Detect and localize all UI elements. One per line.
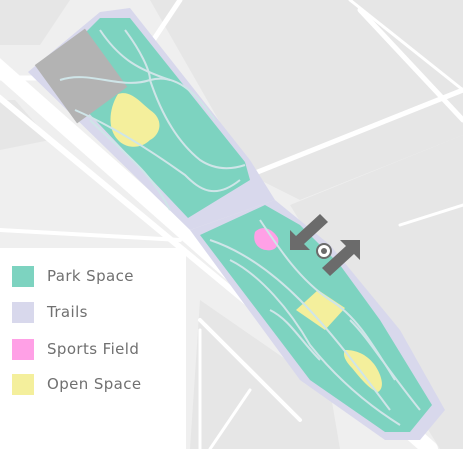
map-legend: Park Space Trails Sports Field Open Spac… [0,248,186,449]
sports-field-swatch [12,338,34,360]
legend-item-open-space: Open Space [12,372,142,396]
legend-item-park-space: Park Space [12,264,134,288]
legend-label: Trails [47,303,88,321]
open-space-south [296,290,345,330]
legend-label: Sports Field [47,340,140,358]
location-marker-icon[interactable] [316,243,332,259]
entrance-arrow-in-icon[interactable] [290,214,328,250]
trails-swatch [12,301,34,323]
legend-label: Open Space [47,375,142,393]
legend-item-trails: Trails [12,300,88,324]
entrance-arrow-out-icon[interactable] [322,240,360,276]
park-space-swatch [12,265,34,287]
legend-label: Park Space [47,267,134,285]
sports-field [254,228,279,251]
building-block [34,28,128,124]
park-area-south [200,205,432,432]
open-space-swatch [12,373,34,395]
trail-lines [59,29,421,426]
legend-item-sports-field: Sports Field [12,337,139,361]
